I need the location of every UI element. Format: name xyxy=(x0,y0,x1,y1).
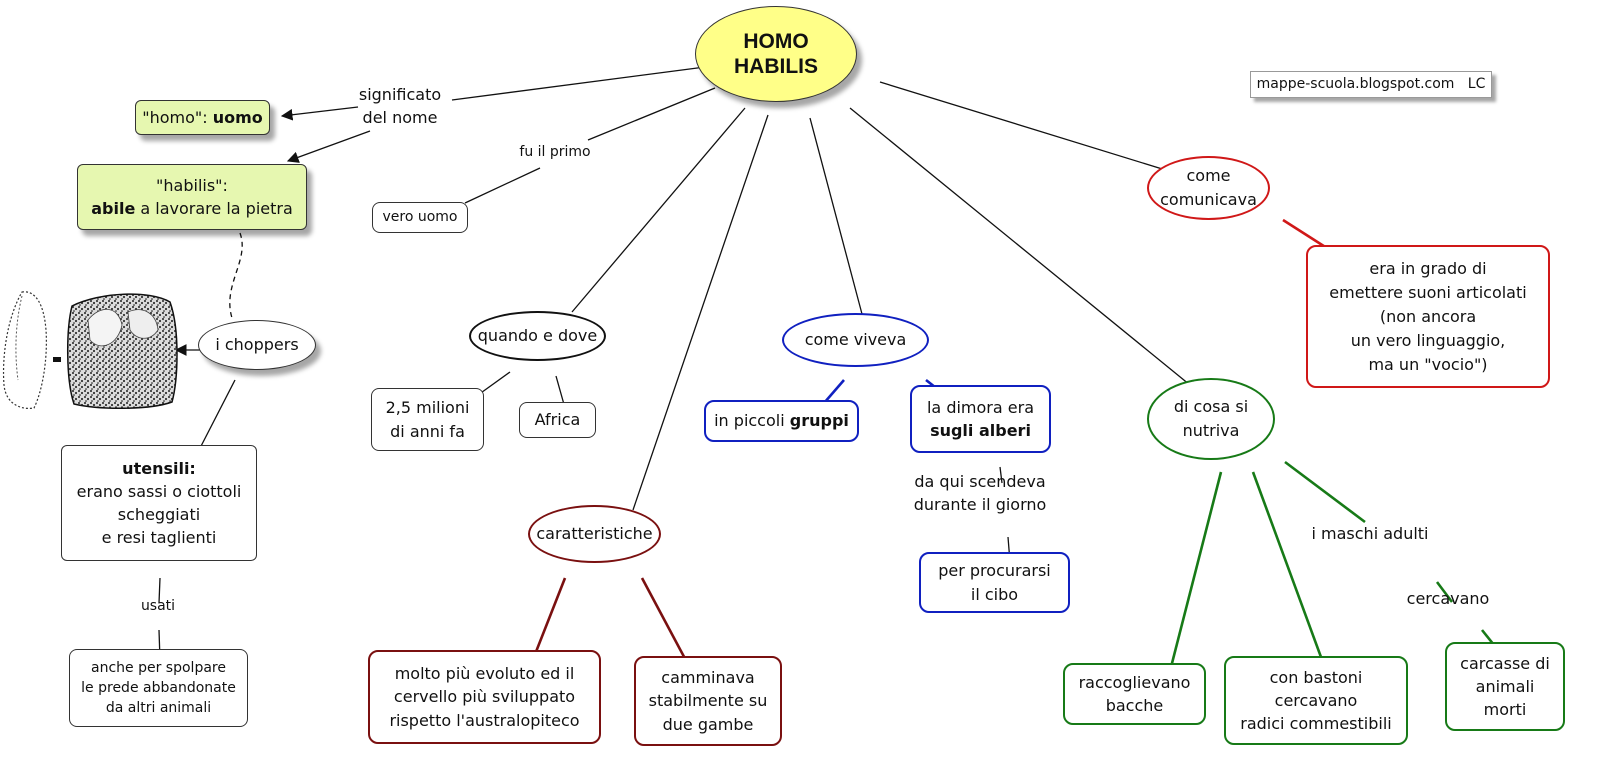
link-primo xyxy=(587,87,716,141)
node-camminava: camminava stabilmente su due gambe xyxy=(634,656,782,746)
darkred-links xyxy=(530,577,692,669)
link-comunicava xyxy=(879,81,1173,173)
credit-label: mappe-scuola.blogspot.com LC xyxy=(1250,71,1492,98)
link-label-significato: significato del nome xyxy=(358,85,442,128)
link-label-maschi: i maschi adulti xyxy=(1311,524,1429,543)
link-label-scendeva: da qui scendeva durante il giorno xyxy=(913,472,1047,515)
link-sig-habilis xyxy=(286,130,371,163)
chopper-link-mark xyxy=(53,357,61,362)
node-africa: Africa xyxy=(519,402,596,438)
central-line1: HOMO xyxy=(743,29,809,53)
link-choppers-utensili xyxy=(197,379,236,453)
node-gruppi: in piccoli gruppi xyxy=(704,400,859,442)
node-bacche: raccoglievano bacche xyxy=(1063,663,1206,725)
central-links xyxy=(451,66,1191,511)
link-habilis-choppers xyxy=(229,232,243,319)
node-come-comunicava: come comunicava xyxy=(1147,156,1270,220)
link-nutriva xyxy=(849,107,1191,386)
node-habilis: "habilis": abile a lavorare la pietra xyxy=(77,164,307,230)
link-significato xyxy=(451,66,706,101)
link-caratteristiche xyxy=(632,114,769,511)
node-nutriva: di cosa si nutriva xyxy=(1147,378,1275,460)
node-bastoni: con bastoni cercavano radici commestibil… xyxy=(1224,656,1408,745)
link-label-cercavano: cercavano xyxy=(1406,589,1490,608)
link-quando xyxy=(571,107,746,313)
link-label-primo: fu il primo xyxy=(519,144,591,160)
node-procurarsi: per procurarsi il cibo xyxy=(919,552,1070,613)
node-spolpare: anche per spolpare le prede abbandonate … xyxy=(69,649,248,727)
central-node-homo-habilis: HOMO HABILIS xyxy=(695,6,857,102)
green-links xyxy=(1167,460,1504,676)
chopper-image xyxy=(2,291,178,410)
node-choppers: i choppers xyxy=(198,320,316,370)
link-utensili-usati xyxy=(158,577,161,604)
node-quando-e-dove: quando e dove xyxy=(469,311,606,361)
link-primo-vero xyxy=(464,167,541,204)
node-suoni: era in grado di emettere suoni articolat… xyxy=(1306,245,1550,388)
credit-text: mappe-scuola.blogspot.com LC xyxy=(1256,76,1486,93)
link-dimora-scendeva xyxy=(999,466,1003,484)
node-evoluto: molto più evoluto ed il cervello più svi… xyxy=(368,650,601,744)
node-utensili: utensili: erano sassi o ciottoli scheggi… xyxy=(61,445,257,561)
node-caratteristiche: caratteristiche xyxy=(528,505,661,563)
central-line2: HABILIS xyxy=(734,55,818,78)
node-carcasse: carcasse di animali morti xyxy=(1445,642,1565,731)
chopper-outline-sketch xyxy=(2,291,47,410)
link-viveva xyxy=(809,117,863,315)
node-milioni: 2,5 milioni di anni fa xyxy=(371,388,484,451)
node-come-viveva: come viveva xyxy=(782,313,929,367)
link-sig-homo xyxy=(280,106,359,121)
node-dimora: la dimora era sugli alberi xyxy=(910,385,1051,453)
link-label-usati: usati xyxy=(140,598,176,614)
node-vero-uomo: vero uomo xyxy=(372,202,468,233)
link-quando-milioni xyxy=(477,371,511,396)
node-homo-uomo: "homo": uomo xyxy=(135,100,270,135)
chopper-stone xyxy=(66,293,178,410)
